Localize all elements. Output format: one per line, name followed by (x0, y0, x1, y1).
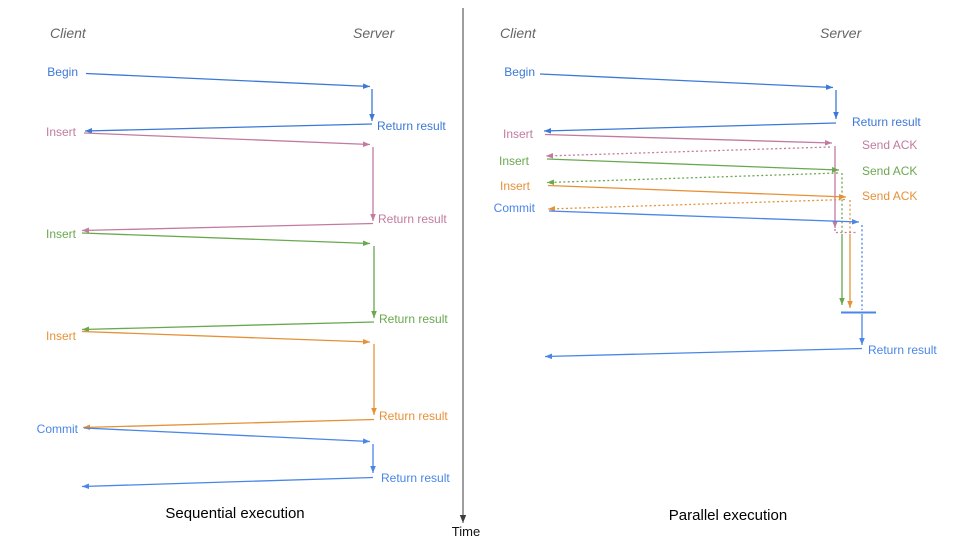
par-insert2-request-arrow (546, 158, 840, 173)
seq-begin-return-label: Return result (377, 119, 446, 133)
seq-row-insert2: Insert Return result (46, 227, 448, 333)
par-final-return-arrow (544, 347, 863, 360)
seq-commit-return-label: Return result (381, 471, 450, 485)
seq-insert3-request-arrow (81, 330, 371, 345)
seq-insert1-return-arrow (81, 222, 374, 234)
par-insert3-ack-label: Send ACK (862, 189, 917, 203)
seq-commit-request-arrow (83, 427, 371, 444)
seq-client-header: Client (50, 25, 87, 41)
par-insert3-ack-arrow (547, 198, 846, 212)
par-insert2-ack-label: Send ACK (862, 164, 917, 178)
par-begin-request-arrow (539, 73, 834, 90)
seq-server-header: Server (353, 25, 396, 41)
seq-insert3-return-label: Return result (379, 409, 448, 423)
sequential-panel: Client Server Begin Return result Insert… (37, 25, 451, 522)
seq-begin-label: Begin (47, 65, 78, 79)
par-insert2-label: Insert (499, 154, 530, 168)
seq-insert2-return-arrow (81, 321, 375, 333)
seq-begin-return-arrow (84, 123, 373, 134)
seq-row-begin: Begin Return result (47, 65, 446, 134)
par-insert2-ack-arrow (546, 172, 839, 186)
seq-insert2-request-arrow (81, 232, 371, 247)
time-axis-label: Time (452, 524, 480, 539)
par-begin-label: Begin (504, 65, 535, 79)
seq-commit-label: Commit (37, 422, 79, 436)
seq-insert3-label: Insert (46, 329, 77, 343)
par-caption: Parallel execution (669, 507, 787, 524)
seq-row-commit: Commit Return result (37, 422, 450, 490)
seq-insert1-label: Insert (46, 125, 77, 139)
par-client-header: Client (500, 25, 537, 41)
seq-insert2-label: Insert (46, 227, 77, 241)
par-row-insert3: Insert Send ACK (500, 179, 917, 308)
par-insert3-request-arrow (547, 184, 847, 200)
par-insert1-done-hook (834, 229, 856, 234)
par-insert1-request-arrow (544, 133, 833, 146)
seq-caption: Sequential execution (165, 505, 304, 522)
seq-insert2-return-label: Return result (379, 312, 448, 326)
par-row-begin: Begin Return result (504, 65, 921, 134)
par-begin-return-label: Return result (852, 115, 921, 129)
par-commit-label: Commit (494, 201, 536, 215)
par-insert1-label: Insert (503, 127, 534, 141)
seq-insert1-return-label: Return result (378, 212, 447, 226)
seq-row-insert3: Insert Return result (46, 329, 448, 431)
par-begin-return-arrow (543, 122, 837, 134)
parallel-panel: Client Server Begin Return result Insert… (494, 25, 938, 524)
par-row-commit: Commit Return result (494, 201, 937, 360)
par-row-insert1: Insert Send ACK (503, 127, 917, 234)
seq-begin-request-arrow (85, 72, 371, 89)
seq-row-insert1: Insert Return result (46, 125, 447, 234)
par-insert1-ack-arrow (545, 146, 831, 159)
par-server-header: Server (820, 25, 863, 41)
time-axis: Time (452, 8, 480, 539)
par-commit-request-arrow (548, 210, 860, 225)
par-row-insert2: Insert Send ACK (499, 154, 917, 305)
par-final-return-label: Return result (868, 343, 937, 357)
seq-insert1-request-arrow (83, 132, 371, 148)
par-insert1-ack-label: Send ACK (862, 138, 917, 152)
seq-insert3-return-arrow (82, 418, 375, 431)
par-insert3-label: Insert (500, 179, 531, 193)
seq-commit-return-arrow (81, 476, 374, 490)
